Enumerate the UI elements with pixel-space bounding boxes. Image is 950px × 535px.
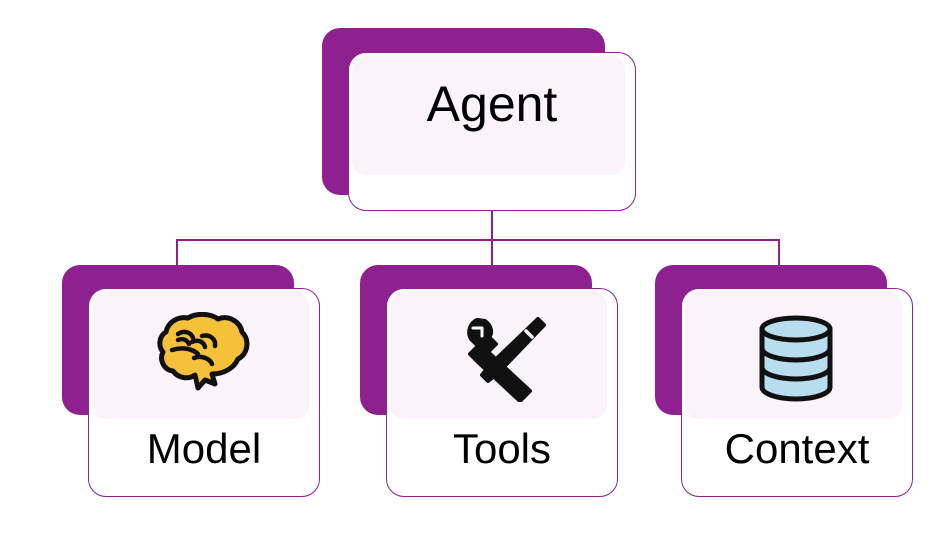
connector-agent-trunk: [491, 194, 493, 241]
node-label-tools: Tools: [452, 425, 552, 472]
card-inner-fill: [352, 56, 625, 175]
node-label-agent: Agent: [426, 76, 558, 132]
hammer-and-wrench-icon: [386, 312, 618, 402]
node-card-model[interactable]: Model: [62, 265, 322, 505]
node-card-tools[interactable]: Tools: [360, 265, 620, 505]
connector-drop-tools: [491, 239, 493, 267]
connector-horizontal-bar: [176, 239, 780, 241]
database-icon: [681, 312, 913, 404]
connector-drop-context: [778, 239, 780, 267]
brain-icon: [88, 312, 320, 398]
node-label-model: Model: [146, 425, 262, 472]
node-card-context[interactable]: Context: [655, 265, 915, 505]
node-card-agent[interactable]: Agent: [322, 28, 642, 218]
node-label-context: Context: [724, 425, 870, 472]
connector-drop-model: [176, 239, 178, 267]
